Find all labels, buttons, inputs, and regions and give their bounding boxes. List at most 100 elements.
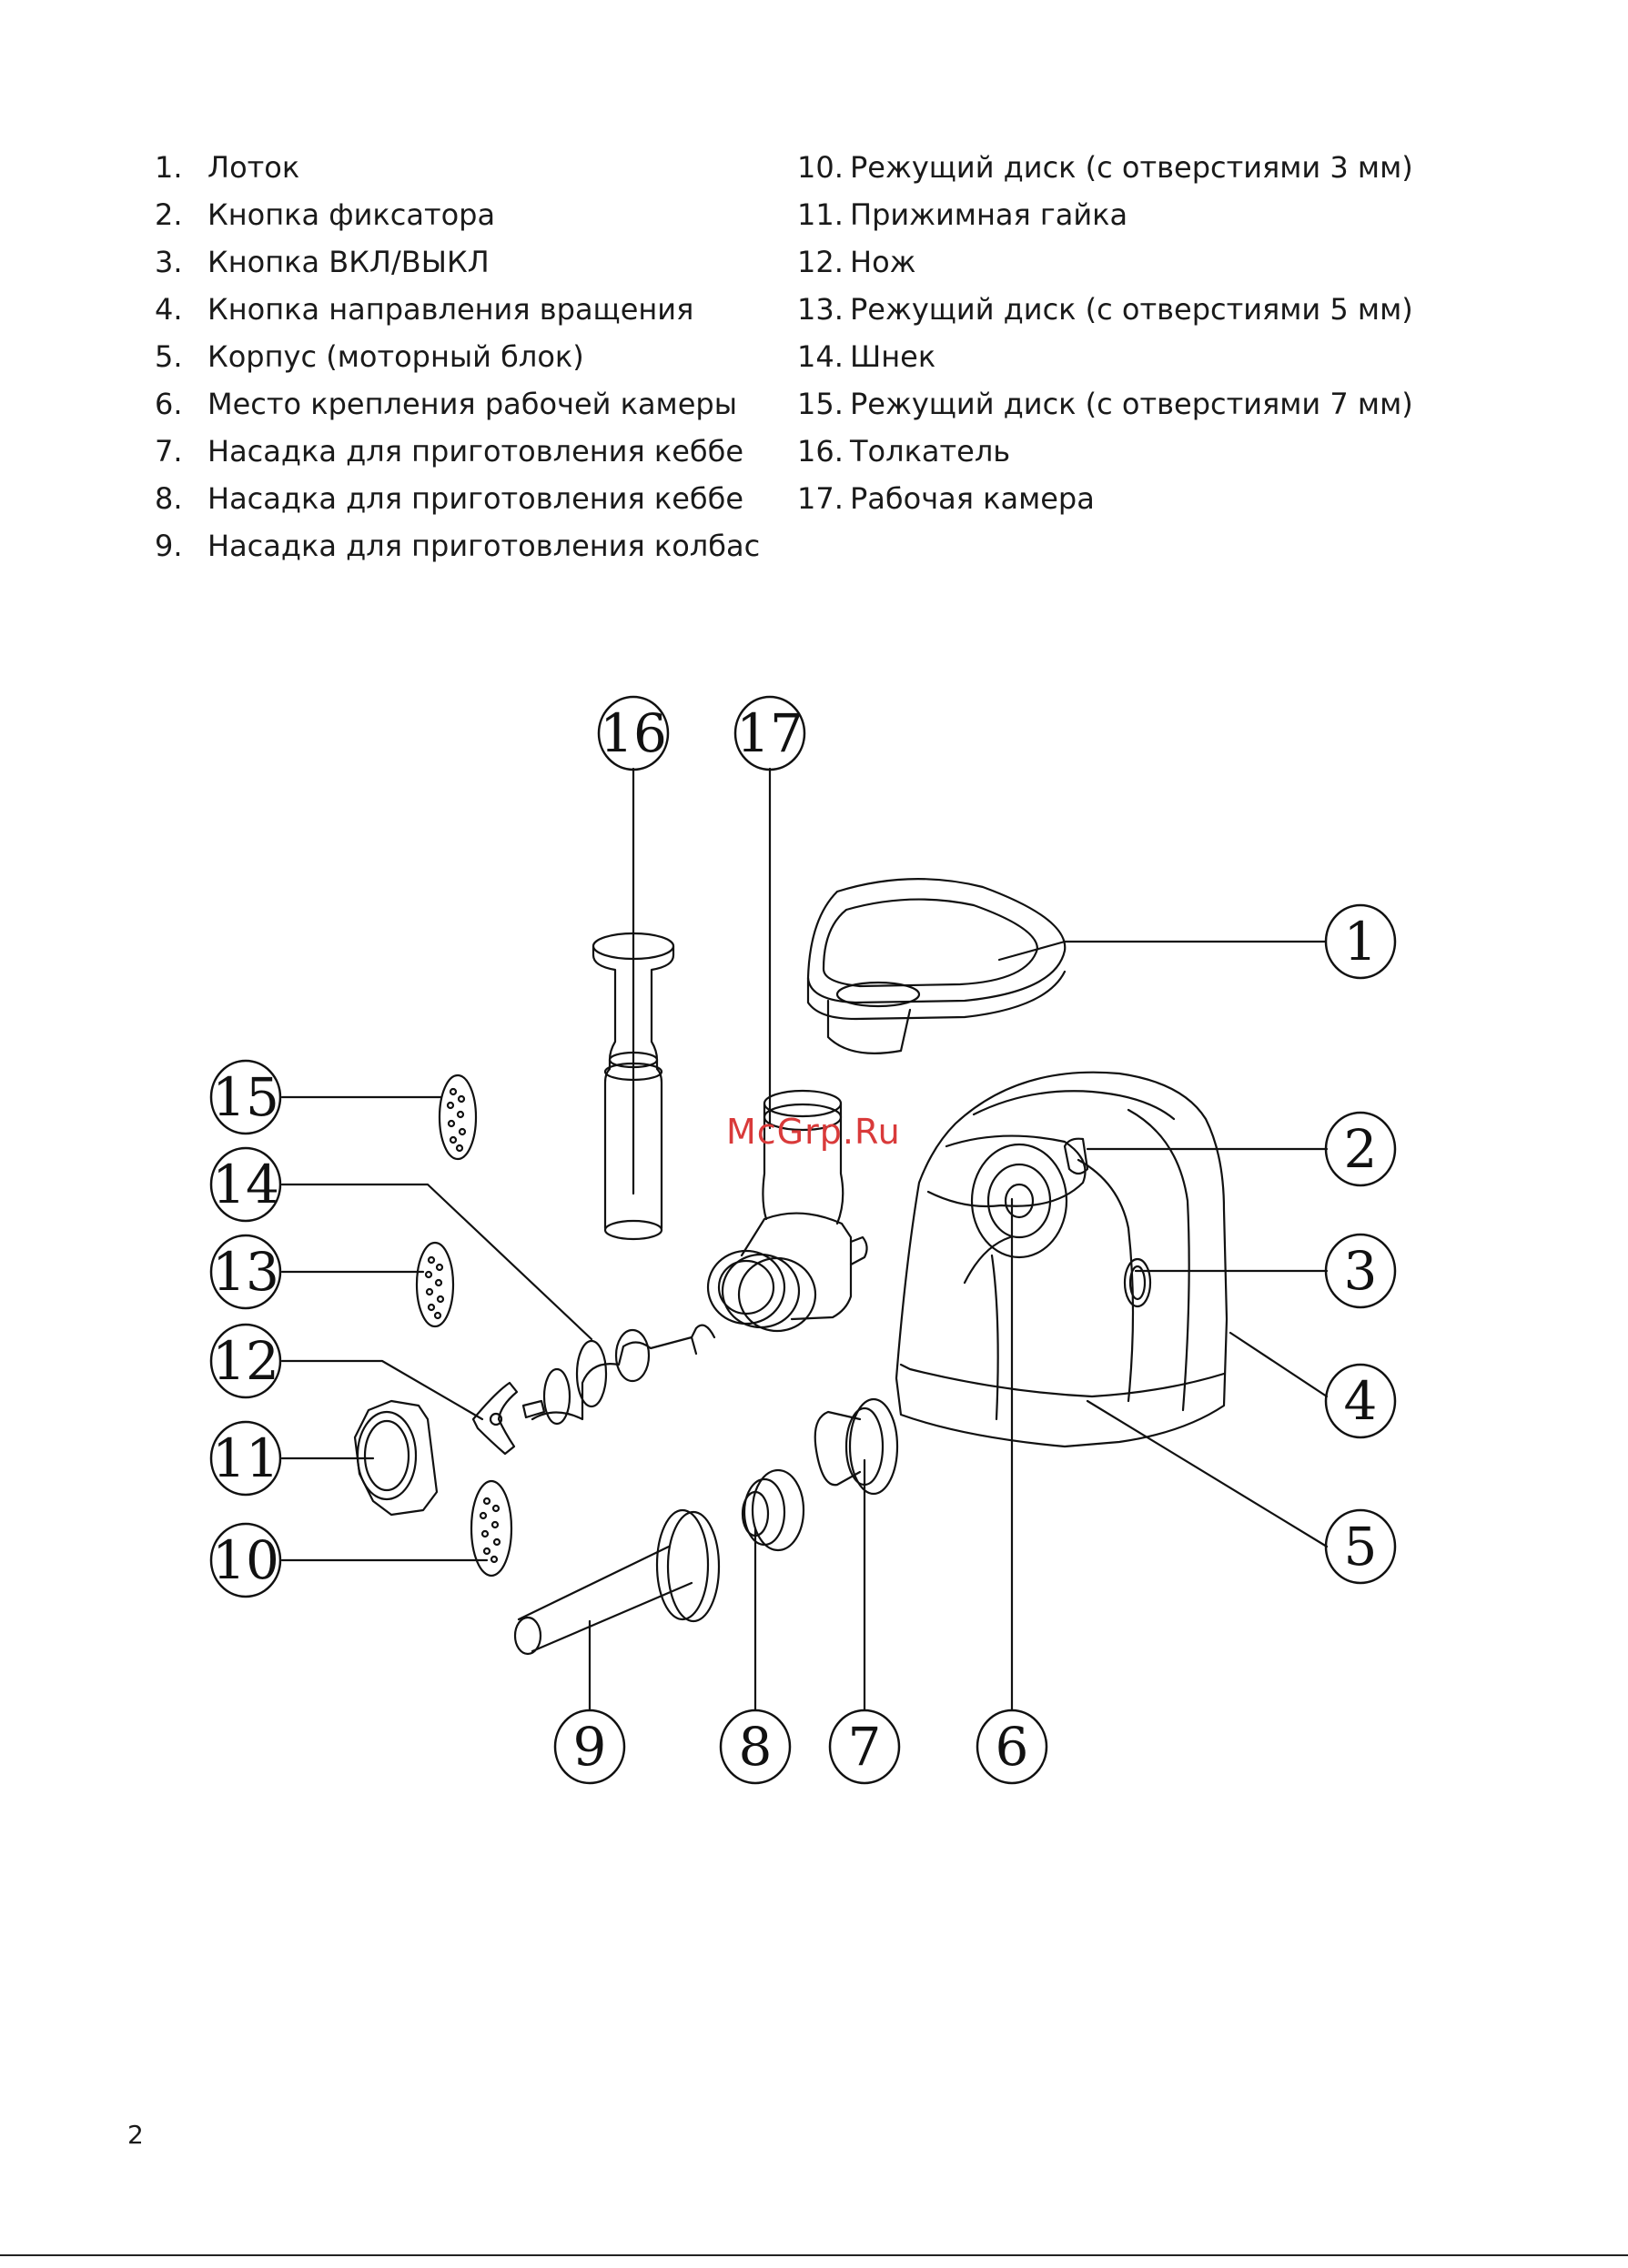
leader-line-1 bbox=[997, 940, 1328, 962]
callout-14: 14 bbox=[209, 1146, 282, 1223]
callout-label: 15 bbox=[212, 1066, 279, 1128]
part-number: 8. bbox=[155, 481, 183, 516]
leader-line-12 bbox=[280, 1359, 484, 1421]
part-item: 2. Кнопка фиксатора bbox=[155, 191, 760, 238]
part-number: 5. bbox=[155, 339, 183, 374]
part-label: Кнопка фиксатора bbox=[207, 197, 496, 232]
part-item: 5. Корпус (моторный блок) bbox=[155, 333, 760, 380]
part-item: 6. Место крепления рабочей камеры bbox=[155, 380, 760, 428]
callout-label: 3 bbox=[1344, 1240, 1378, 1302]
part-item: 3. Кнопка ВКЛ/ВЫКЛ bbox=[155, 238, 760, 286]
callout-2: 2 bbox=[1324, 1111, 1397, 1187]
callout-12: 12 bbox=[209, 1323, 282, 1399]
part-number: 2. bbox=[155, 197, 183, 232]
sausage-nozzle-part bbox=[513, 1508, 721, 1656]
part-label: Режущий диск (с отверстиями 5 мм) bbox=[850, 292, 1413, 327]
callout-15: 15 bbox=[209, 1059, 282, 1135]
cutting-disc-7mm-part bbox=[438, 1074, 478, 1161]
leader-line-4 bbox=[1229, 1331, 1329, 1398]
page-number: 2 bbox=[127, 2120, 144, 2150]
part-item: 10.Режущий диск (с отверстиями 3 мм) bbox=[797, 144, 1413, 191]
leader-line-5 bbox=[1086, 1399, 1329, 1548]
part-item: 11.Прижимная гайка bbox=[797, 191, 1413, 238]
callout-1: 1 bbox=[1324, 903, 1397, 980]
part-label: Режущий диск (с отверстиями 7 мм) bbox=[850, 387, 1413, 421]
part-label: Насадка для приготовления кеббе bbox=[207, 434, 744, 469]
part-item: 13.Режущий диск (с отверстиями 5 мм) bbox=[797, 286, 1413, 333]
part-item: 12.Нож bbox=[797, 238, 1413, 286]
tray-part bbox=[806, 878, 1067, 1054]
kebbe-nozzle-7-part bbox=[814, 1397, 899, 1496]
part-label: Корпус (моторный блок) bbox=[207, 339, 584, 374]
callout-11: 11 bbox=[209, 1420, 282, 1497]
callout-4: 4 bbox=[1324, 1363, 1397, 1439]
leader-line-14 bbox=[280, 1183, 593, 1341]
cutting-disc-5mm-part bbox=[415, 1241, 455, 1328]
callout-label: 13 bbox=[212, 1241, 279, 1303]
part-number: 7. bbox=[155, 434, 183, 469]
part-item: 16.Толкатель bbox=[797, 428, 1413, 475]
callout-label: 10 bbox=[212, 1529, 279, 1591]
part-label: Прижимная гайка bbox=[850, 197, 1128, 232]
leader-lines bbox=[280, 767, 1329, 1712]
callout-label: 14 bbox=[212, 1154, 279, 1215]
part-number: 12. bbox=[797, 245, 844, 279]
part-item: 9. Насадка для приготовления колбас bbox=[155, 522, 760, 570]
part-label: Лоток bbox=[207, 150, 300, 185]
callout-label: 11 bbox=[212, 1427, 279, 1489]
part-number: 3. bbox=[155, 245, 183, 279]
cutting-disc-3mm-part bbox=[470, 1479, 513, 1578]
part-label: Место крепления рабочей камеры bbox=[207, 387, 737, 421]
part-item: 14.Шнек bbox=[797, 333, 1413, 380]
part-number: 14. bbox=[797, 339, 844, 374]
callout-label: 7 bbox=[848, 1716, 882, 1778]
callout-6: 6 bbox=[976, 1709, 1048, 1785]
part-label: Шнек bbox=[850, 339, 936, 374]
watermark: McGrp.Ru bbox=[726, 1112, 901, 1152]
motor-body-part bbox=[895, 1071, 1229, 1448]
kebbe-nozzle-8-part bbox=[741, 1468, 805, 1552]
pusher-part bbox=[592, 932, 675, 1241]
part-item: 1. Лоток bbox=[155, 144, 760, 191]
callout-7: 7 bbox=[828, 1709, 901, 1785]
part-label: Нож bbox=[850, 245, 916, 279]
part-number: 1. bbox=[155, 150, 183, 185]
part-number: 16. bbox=[797, 434, 844, 469]
part-number: 6. bbox=[155, 387, 183, 421]
callout-label: 8 bbox=[739, 1716, 773, 1778]
part-item: 7. Насадка для приготовления кеббе bbox=[155, 428, 760, 475]
callout-13: 13 bbox=[209, 1234, 282, 1310]
part-number: 4. bbox=[155, 292, 183, 327]
callout-label: 9 bbox=[573, 1716, 607, 1778]
part-number: 9. bbox=[155, 529, 183, 563]
part-item: 8. Насадка для приготовления кеббе bbox=[155, 475, 760, 522]
callout-9: 9 bbox=[553, 1709, 626, 1785]
callout-label: 1 bbox=[1344, 911, 1378, 973]
part-item: 4.Кнопка направления вращения bbox=[155, 286, 760, 333]
callout-10: 10 bbox=[209, 1522, 282, 1598]
callout-8: 8 bbox=[719, 1709, 792, 1785]
part-label: Режущий диск (с отверстиями 3 мм) bbox=[850, 150, 1413, 185]
part-label: Насадка для приготовления кеббе bbox=[207, 481, 744, 516]
part-number: 10. bbox=[797, 150, 844, 185]
part-label: Кнопка ВКЛ/ВЫКЛ bbox=[207, 245, 490, 279]
callout-5: 5 bbox=[1324, 1508, 1397, 1585]
part-item: 15.Режущий диск (с отверстиями 7 мм) bbox=[797, 380, 1413, 428]
part-label: Толкатель bbox=[850, 434, 1011, 469]
locking-nut-part bbox=[353, 1399, 439, 1517]
callout-16: 16 bbox=[597, 695, 670, 771]
callout-label: 4 bbox=[1344, 1370, 1378, 1432]
callout-label: 17 bbox=[736, 702, 804, 764]
part-label: Насадка для приготовления колбас bbox=[207, 529, 761, 563]
part-label: Рабочая камера bbox=[850, 481, 1095, 516]
footer-divider bbox=[0, 2254, 1628, 2256]
part-number: 17. bbox=[797, 481, 844, 516]
part-number: 13. bbox=[797, 292, 844, 327]
part-number: 15. bbox=[797, 387, 844, 421]
part-number: 11. bbox=[797, 197, 844, 232]
callout-17: 17 bbox=[733, 695, 806, 771]
working-chamber-part bbox=[706, 1089, 868, 1333]
parts-list-right: 10.Режущий диск (с отверстиями 3 мм) 11.… bbox=[797, 144, 1413, 522]
callout-label: 16 bbox=[600, 702, 667, 764]
